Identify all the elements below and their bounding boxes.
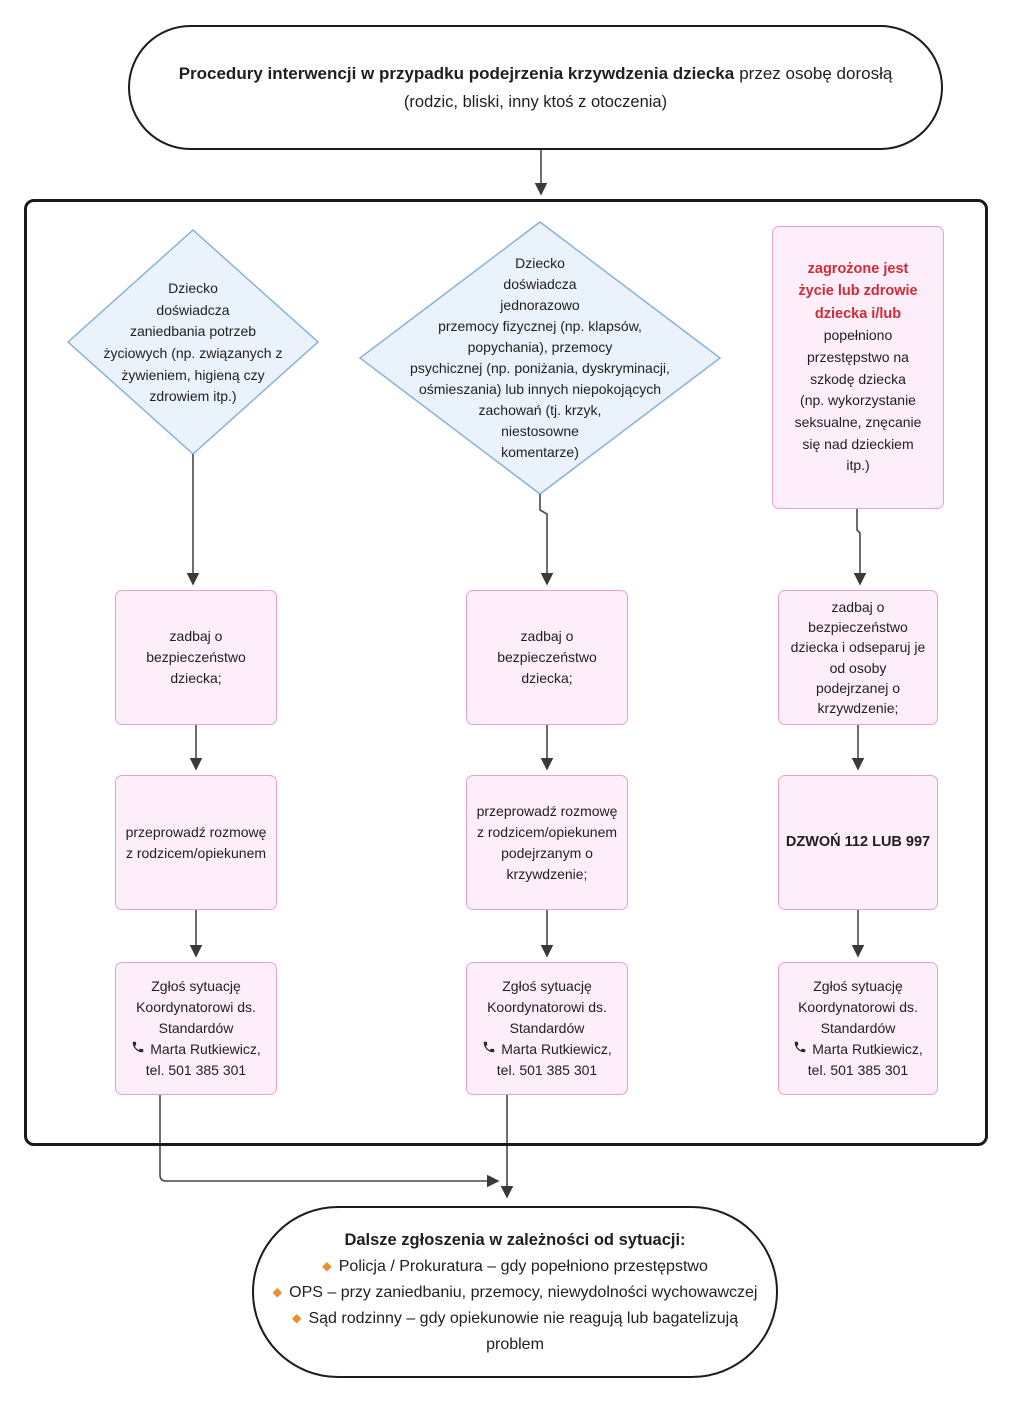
footer-item-family-court: ◆ Sąd rodzinny – gdy opiekunowie nie reag…: [268, 1306, 762, 1358]
phone-icon: [131, 1039, 145, 1060]
diamond-bullet-icon: ◆: [322, 1259, 332, 1274]
condition-text-neglect: Dziecko doświadcza zaniedbania potrzeb ż…: [103, 279, 283, 405]
step-box-call-emergency: DZWOŃ 112 LUB 997: [778, 775, 938, 910]
footer-item-police: ◆ Policja / Prokuratura – gdy popełniono …: [322, 1254, 708, 1280]
step-box-secure-col3: zadbaj o bezpieczeństwo dziecka i odsepa…: [778, 590, 938, 725]
procedure-container: [24, 199, 988, 1146]
call-emergency-label: DZWOŃ 112 LUB 997: [785, 833, 931, 850]
report-box-col2: Zgłoś sytuację Koordynatorowi ds. Standa…: [466, 962, 628, 1095]
step-box-talk-col2: przeprowadź rozmowę z rodzicem/opiekunem…: [466, 775, 628, 910]
phone-icon: [793, 1039, 807, 1060]
condition-text-one-time-violence: Dziecko doświadcza jednorazowo przemocy …: [410, 255, 670, 460]
report-box-col1: Zgłoś sytuację Koordynatorowi ds. Standa…: [115, 962, 277, 1095]
contact-tel: tel. 501 385 301: [496, 1062, 598, 1078]
title-line: Procedury interwencji w przypadku podejr…: [179, 60, 893, 89]
report-box-col3: Zgłoś sytuację Koordynatorowi ds. Standa…: [778, 962, 938, 1095]
contact-name: Marta Rutkiewicz,: [150, 1041, 261, 1057]
footer-item-label: OPS – przy zaniedbaniu, przemocy, niewyd…: [289, 1284, 758, 1302]
diamond-bullet-icon: ◆: [291, 1311, 302, 1326]
title-node: Procedury interwencji w przypadku podejr…: [128, 25, 943, 150]
footer-heading: Dalsze zgłoszenia w zależności od sytuac…: [344, 1231, 686, 1250]
contact-tel: tel. 501 385 301: [145, 1062, 247, 1078]
diamond-bullet-icon: ◆: [272, 1285, 283, 1300]
condition-box-life-threat: zagrożone jest życie lub zdrowie dziecka…: [772, 226, 944, 509]
report-header: Zgłoś sytuację Koordynatorowi ds. Standa…: [136, 978, 256, 1036]
step-box-secure-col2: zadbaj o bezpieczeństwo dziecka;: [466, 590, 628, 725]
report-header: Zgłoś sytuację Koordynatorowi ds. Standa…: [487, 978, 607, 1036]
title-suffix: przez osobę dorosłą: [739, 63, 893, 83]
condition-life-threat-highlight: zagrożone jest życie lub zdrowie dziecka…: [798, 260, 918, 322]
footer-item-label: Policja / Prokuratura – gdy popełniono p…: [338, 1258, 708, 1276]
contact-name: Marta Rutkiewicz,: [812, 1041, 923, 1057]
footer-item-label: Sąd rodzinny – gdy opiekunowie nie reagu…: [308, 1310, 739, 1353]
footer-node: Dalsze zgłoszenia w zależności od sytuac…: [252, 1206, 778, 1378]
contact-tel: tel. 501 385 301: [807, 1062, 909, 1078]
title-main: Procedury interwencji w przypadku podejr…: [178, 63, 735, 83]
footer-item-ops: ◆ OPS – przy zaniedbaniu, przemocy, niewy…: [273, 1280, 758, 1306]
step-box-talk-col1: przeprowadź rozmowę z rodzicem/opiekunem: [115, 775, 277, 910]
report-header: Zgłoś sytuację Koordynatorowi ds. Standa…: [798, 978, 918, 1036]
condition-life-threat-rest: popełniono przestępstwo na szkodę dzieck…: [794, 327, 922, 474]
contact-name: Marta Rutkiewicz,: [501, 1041, 612, 1057]
title-subtitle: (rodzic, bliski, inny ktoś z otoczenia): [403, 92, 668, 111]
phone-icon: [482, 1039, 496, 1060]
step-box-secure-col1: zadbaj o bezpieczeństwo dziecka;: [115, 590, 277, 725]
